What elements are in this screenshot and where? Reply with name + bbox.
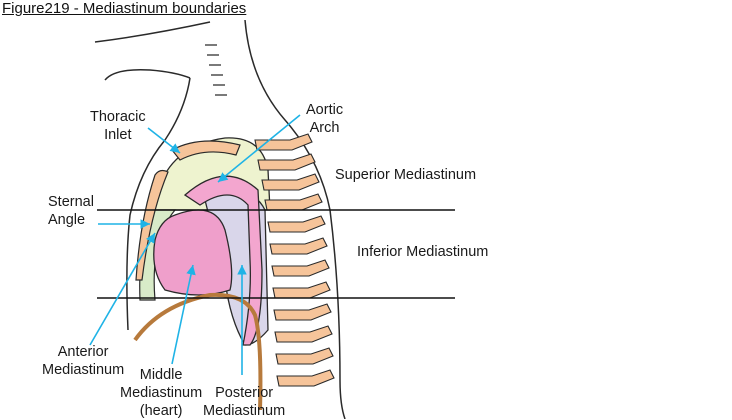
- sternal-angle-label: Sternal Angle: [48, 194, 94, 228]
- inferior-mediastinum-label: Inferior Mediastinum: [357, 244, 489, 260]
- posterior-mediastinum-label: Posterior Mediastinum: [203, 385, 286, 419]
- middle-mediastinum-arrow: [171, 264, 196, 365]
- chin-outline: [104, 68, 191, 81]
- neck-outline: [94, 21, 211, 43]
- anterior-mediastinum-label: Anterior Mediastinum: [42, 344, 125, 378]
- cervical-spine: [205, 44, 227, 96]
- aortic-arch-arrow: [217, 114, 301, 183]
- anterior-mediastinum-arrow: [89, 232, 156, 346]
- middle-mediastinum-label: Middle Mediastinum (heart): [120, 367, 203, 419]
- aortic-arch-shape: [183, 175, 263, 346]
- aortic-arch-label: Aortic Arch: [306, 102, 344, 136]
- clavicle: [171, 140, 241, 161]
- superior-mediastinum-label: Superior Mediastinum: [335, 167, 477, 183]
- heart-shape: [153, 209, 233, 296]
- diaphragm-curve: [133, 292, 263, 411]
- thoracic-inlet-arrow: [147, 127, 181, 154]
- thoracic-inlet-label: Thoracic Inlet: [90, 109, 146, 143]
- vertebral-column: [254, 133, 335, 387]
- figure-title: Figure219 - Mediastinum boundaries: [2, 0, 247, 17]
- front-chest-outline: [126, 77, 191, 331]
